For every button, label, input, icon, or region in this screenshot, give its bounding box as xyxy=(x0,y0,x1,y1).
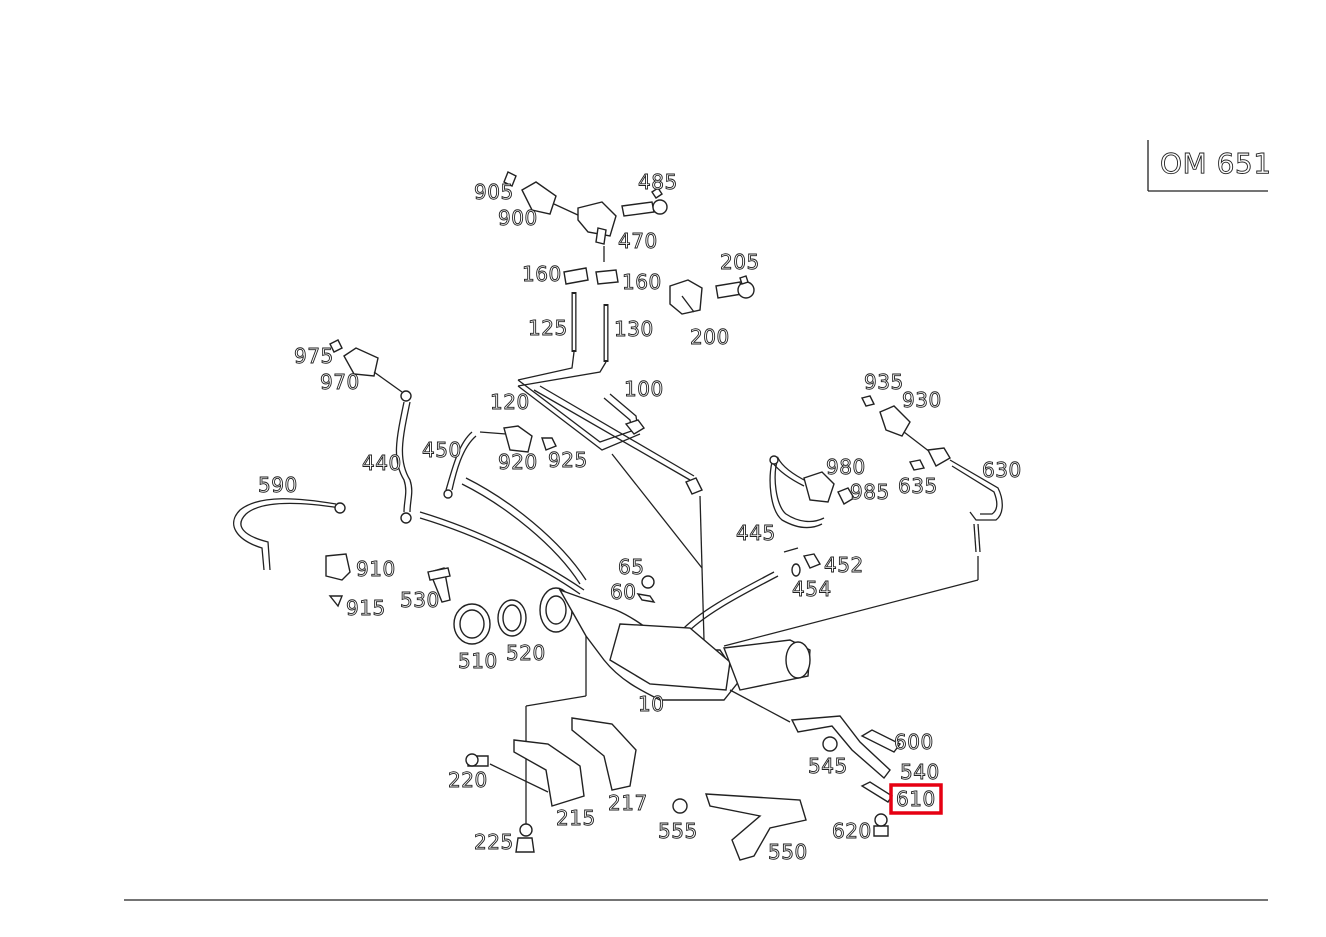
clamp-parts-group xyxy=(427,567,656,645)
part-label-217: 217 xyxy=(608,791,648,815)
part-label-975: 975 xyxy=(294,344,334,368)
part-label-445: 445 xyxy=(736,521,776,545)
hanger-group xyxy=(672,715,902,861)
cable-590-group xyxy=(233,498,351,608)
part-label-610[interactable]: 610 xyxy=(896,787,936,812)
part-label-215: 215 xyxy=(556,806,596,830)
part-label-160-left: 160 xyxy=(522,262,562,286)
part-label-630: 630 xyxy=(982,458,1022,482)
part-label-915: 915 xyxy=(346,596,386,620)
part-label-125: 125 xyxy=(528,316,568,340)
part-label-555: 555 xyxy=(658,819,698,843)
part-label-470: 470 xyxy=(618,229,658,253)
part-label-935: 935 xyxy=(864,370,904,394)
part-label-450: 450 xyxy=(422,438,462,462)
temperature-sensor-left-group xyxy=(329,339,413,524)
part-label-970: 970 xyxy=(320,370,360,394)
pressure-pipe-group xyxy=(517,351,705,641)
part-label-980: 980 xyxy=(826,455,866,479)
part-label-930: 930 xyxy=(902,388,942,412)
part-label-520: 520 xyxy=(506,641,546,665)
part-label-510: 510 xyxy=(458,649,498,673)
pressure-sensor-group xyxy=(503,171,755,362)
part-label-635: 635 xyxy=(898,474,938,498)
part-label-540: 540 xyxy=(900,760,940,784)
part-label-130: 130 xyxy=(614,317,654,341)
temperature-sensor-right-group xyxy=(723,395,1003,647)
part-label-10: 10 xyxy=(638,692,664,716)
part-labels: 905 900 485 470 160 160 205 200 125 130 … xyxy=(258,170,1022,865)
part-label-454: 454 xyxy=(792,577,832,601)
part-label-205: 205 xyxy=(720,250,760,274)
part-label-905: 905 xyxy=(474,180,514,204)
part-label-60: 60 xyxy=(610,580,636,604)
part-label-65: 65 xyxy=(618,555,644,579)
part-label-225: 225 xyxy=(474,830,514,854)
part-label-220: 220 xyxy=(448,768,488,792)
part-label-440: 440 xyxy=(362,451,402,475)
part-label-590: 590 xyxy=(258,473,298,497)
temperature-sensor-445-group xyxy=(769,455,855,577)
part-label-545: 545 xyxy=(808,754,848,778)
part-label-600: 600 xyxy=(894,730,934,754)
engine-label-box: OM 651 xyxy=(1147,140,1272,192)
part-label-925: 925 xyxy=(548,448,588,472)
engine-label: OM 651 xyxy=(1160,147,1272,180)
part-label-910: 910 xyxy=(356,557,396,581)
part-label-550: 550 xyxy=(768,840,808,864)
part-label-985: 985 xyxy=(850,480,890,504)
part-label-530: 530 xyxy=(400,588,440,612)
part-label-900: 900 xyxy=(498,206,538,230)
bracket-group xyxy=(465,717,637,853)
part-label-620: 620 xyxy=(832,819,872,843)
catalytic-converter xyxy=(525,587,811,832)
highlight-box xyxy=(889,783,943,815)
part-label-200: 200 xyxy=(690,325,730,349)
part-label-120: 120 xyxy=(490,390,530,414)
part-label-485: 485 xyxy=(638,170,678,194)
part-label-160-right: 160 xyxy=(622,270,662,294)
temperature-sensor-mid-group xyxy=(443,425,557,499)
part-label-920: 920 xyxy=(498,450,538,474)
part-label-452: 452 xyxy=(824,553,864,577)
part-label-100: 100 xyxy=(624,377,664,401)
